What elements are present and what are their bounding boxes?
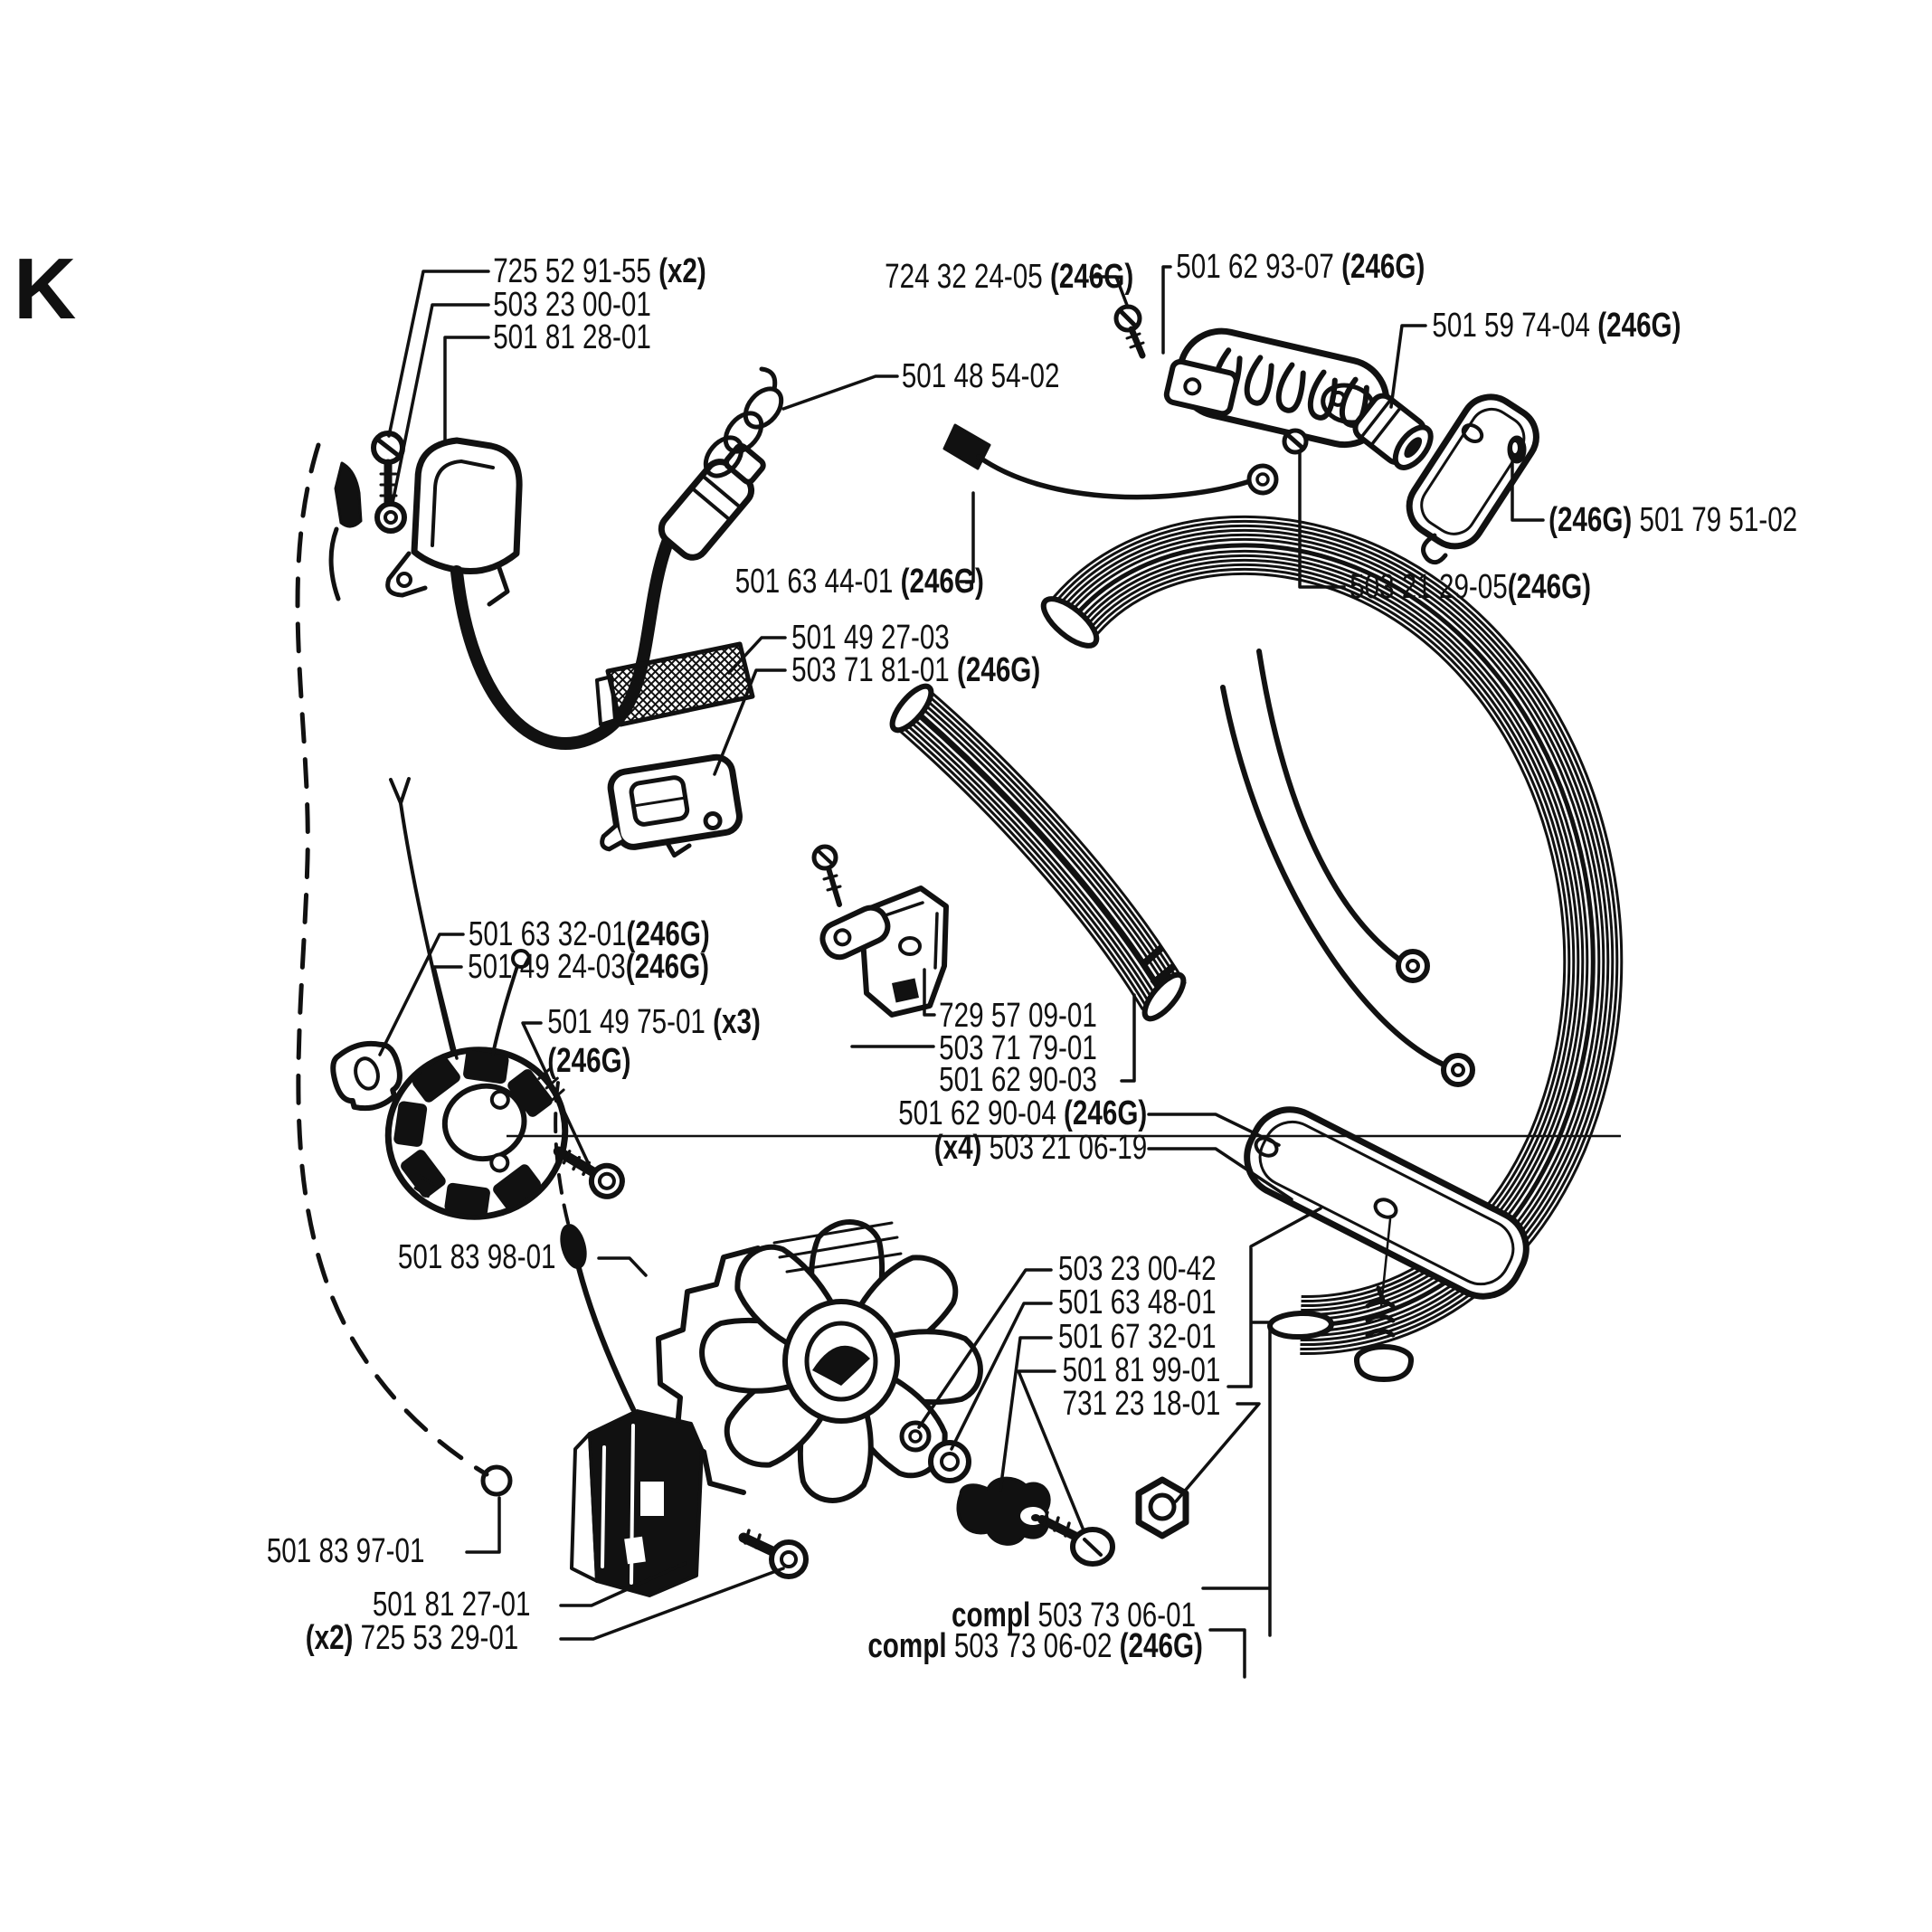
part-label-501-83-97-01: 501 83 97-01 bbox=[267, 1532, 425, 1570]
lever-top-screw bbox=[1113, 304, 1146, 359]
spark-plug-boot bbox=[658, 443, 766, 561]
stator-ring bbox=[384, 777, 569, 1220]
part-label-501-48-54-02: 501 48 54-02 bbox=[902, 357, 1060, 395]
part-label-501-63-32-01: 501 63 32-01(246G) bbox=[469, 915, 710, 953]
kill-wire-terminal bbox=[328, 461, 363, 601]
part-label-501-49-75-01-qualifier: (246G) bbox=[547, 1042, 630, 1080]
part-label-501-81-28-01: 501 81 28-01 bbox=[493, 318, 651, 356]
pawl-ring bbox=[928, 1440, 971, 1483]
handle-clamp-plate bbox=[1244, 1106, 1530, 1309]
part-label-501-49-75-01: 501 49 75-01 (x3) bbox=[547, 1003, 761, 1041]
section-key: K bbox=[14, 241, 76, 337]
part-label-501-63-48-01: 501 63 48-01 bbox=[1058, 1283, 1217, 1321]
part-label-503-21-06-19: (x4) 503 21 06-19 bbox=[934, 1129, 1148, 1167]
ignition-coil bbox=[385, 437, 523, 607]
flywheel bbox=[656, 1219, 983, 1503]
lever-end-tab bbox=[1163, 358, 1239, 417]
part-label-503-23-00-01: 503 23 00-01 bbox=[493, 286, 651, 324]
module-screw bbox=[738, 1529, 809, 1579]
part-label-501-49-24-03: 501 49 24-03(246G) bbox=[468, 948, 709, 986]
clip-bracket bbox=[811, 844, 949, 1018]
starter-pawl bbox=[956, 1476, 1051, 1546]
part-label-501-83-98-01: 501 83 98-01 bbox=[398, 1238, 556, 1276]
pivot-bushing bbox=[1352, 393, 1434, 470]
part-label-501-49-27-03: 501 49 27-03 bbox=[791, 619, 950, 657]
grommet bbox=[330, 1040, 402, 1112]
ignition-module bbox=[554, 1075, 704, 1597]
part-label-503-21-29-05: 503 21 29-05(246G) bbox=[1350, 568, 1591, 606]
part-label-503-23-00-42: 503 23 00-42 bbox=[1058, 1250, 1217, 1288]
part-label-501-63-44-01: 501 63 44-01 (246G) bbox=[735, 563, 984, 601]
part-labels: 725 52 91-55 (x2) 503 23 00-01 501 81 28… bbox=[267, 248, 1797, 1665]
part-label-501-81-27-01: 501 81 27-01 bbox=[373, 1586, 531, 1624]
part-label-725-53-29-01: (x2) 725 53 29-01 bbox=[306, 1619, 519, 1657]
flywheel-nut bbox=[1135, 1476, 1189, 1539]
part-label-501-62-90-04: 501 62 90-04 (246G) bbox=[898, 1094, 1147, 1132]
part-label-501-79-51-02: (246G) 501 79 51-02 bbox=[1548, 501, 1797, 539]
pawl-screw bbox=[1037, 1511, 1115, 1567]
part-label-503-71-81-01: 503 71 81-01 (246G) bbox=[791, 651, 1040, 689]
part-label-729-57-09-01: 729 57 09-01 bbox=[939, 997, 1097, 1035]
part-label-compl-503-73-06-02: compl 503 73 06-02 (246G) bbox=[867, 1627, 1203, 1665]
part-label-501-67-32-01: 501 67 32-01 bbox=[1058, 1318, 1217, 1356]
spark-plug-lead bbox=[450, 502, 691, 750]
short-circuit-wire bbox=[942, 423, 1279, 500]
leader-lines bbox=[378, 265, 1545, 1679]
side-plate-hole bbox=[1461, 423, 1484, 443]
part-label-731-23-18-01: 731 23 18-01 bbox=[1063, 1385, 1221, 1423]
mesh-screen bbox=[595, 641, 755, 727]
lever-pivot-screw bbox=[1282, 428, 1309, 455]
stator-screw bbox=[553, 1146, 625, 1199]
side-plate bbox=[1406, 393, 1539, 550]
part-label-501-62-93-07: 501 62 93-07 (246G) bbox=[1176, 248, 1425, 286]
coil-screw bbox=[371, 431, 407, 534]
side-plate-hook bbox=[1421, 533, 1448, 565]
part-label-725-52-91-55: 725 52 91-55 (x2) bbox=[493, 252, 706, 290]
handle-leg-tube bbox=[886, 680, 1190, 1024]
part-label-compl-503-73-06-01: compl 503 73 06-01 bbox=[952, 1596, 1196, 1634]
stop-switch bbox=[600, 753, 743, 858]
part-label-503-71-79-01: 503 71 79-01 bbox=[939, 1029, 1097, 1067]
part-label-724-32-24-05: 724 32 24-05 (246G) bbox=[885, 258, 1133, 296]
part-label-501-81-99-01: 501 81 99-01 bbox=[1063, 1351, 1221, 1389]
boot-spring bbox=[703, 366, 784, 478]
dashed-wire bbox=[295, 442, 513, 1497]
plate-washer bbox=[1507, 435, 1527, 464]
plate-screw bbox=[1354, 1285, 1414, 1382]
pawl-washer bbox=[899, 1420, 932, 1453]
handle-ground-wires bbox=[1220, 649, 1475, 1087]
part-label-501-59-74-04: 501 59 74-04 (246G) bbox=[1432, 307, 1681, 345]
part-label-501-62-90-03: 501 62 90-03 bbox=[939, 1061, 1097, 1099]
